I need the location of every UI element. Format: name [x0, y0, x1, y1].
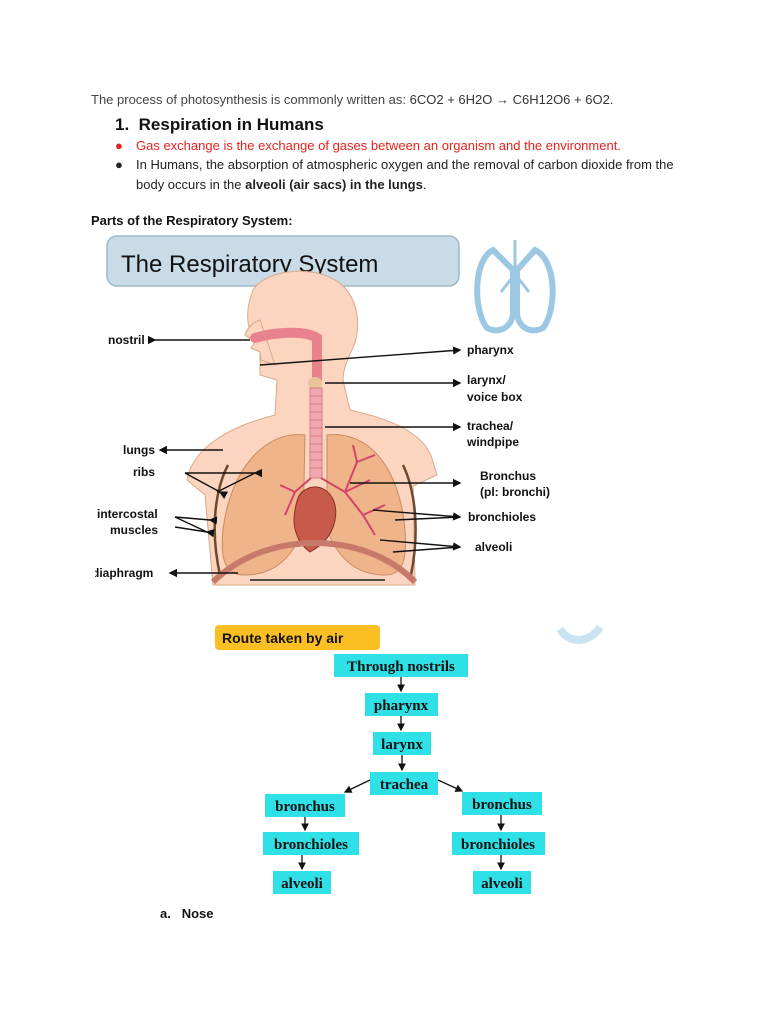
bullet-text-before: In Humans, the absorption of atmospheric… [136, 157, 674, 192]
route-node-bronchioles-right [452, 832, 545, 855]
intro-sentence: The process of photosynthesis is commonl… [91, 92, 613, 107]
label-muscles: muscles [110, 523, 158, 537]
section-heading: 1. Respiration in Humans [115, 115, 324, 135]
bullet-text: In Humans, the absorption of atmospheric… [136, 155, 676, 195]
diagram-title: The Respiratory System [121, 251, 378, 278]
trachea-shape [309, 387, 323, 479]
route-node-bronchus-right-label: bronchus [472, 797, 532, 813]
route-node-bronchus-left [265, 794, 345, 817]
route-node-alveoli-right [473, 871, 531, 894]
subheading-marker: a. [160, 906, 171, 921]
label-voice-box: voice box [467, 390, 523, 404]
route-node-bronchus-left-label: bronchus [275, 799, 335, 815]
respiratory-system-diagram: The Respiratory System [95, 235, 556, 586]
photosynthesis-equation: 6CO2 + 6H2O → C6H12O6 + 6O2. [409, 92, 614, 107]
route-node-larynx [373, 732, 431, 755]
lungs-icon [474, 240, 556, 334]
route-node-trachea [370, 772, 438, 795]
airway [250, 327, 322, 385]
route-node-bronchioles-left-label: bronchioles [274, 837, 348, 853]
label-bronchioles: bronchioles [468, 510, 536, 524]
route-node-trachea-label: trachea [380, 777, 429, 793]
section-number: 1. [115, 115, 130, 134]
label-bronchi: (pl: bronchi) [480, 485, 550, 499]
route-node-bronchus-right [462, 792, 542, 815]
subheading-nose: a. Nose [160, 906, 213, 921]
route-arrows [298, 677, 505, 871]
route-taken-by-air-chart: Route taken by air Through nostrils phar… [215, 624, 604, 894]
heart-shape [293, 486, 337, 553]
parts-heading: Parts of the Respiratory System: [91, 213, 293, 228]
label-pharynx: pharynx [467, 343, 514, 357]
label-intercostal: intercostal [97, 507, 158, 521]
route-node-bronchioles-right-label: bronchioles [461, 837, 535, 853]
subheading-text: Nose [181, 906, 214, 921]
route-node-pharynx-label: pharynx [374, 698, 429, 714]
left-lung [221, 434, 306, 576]
route-node-alveoli-left-label: alveoli [281, 876, 323, 892]
route-title: Route taken by air [222, 630, 344, 646]
label-larynx: larynx/ [467, 373, 506, 387]
bullet-bold-text: alveoli (air sacs) in the lungs [245, 177, 423, 192]
bullet-text: Gas exchange is the exchange of gases be… [136, 138, 621, 153]
decorative-shape [556, 624, 604, 644]
larynx-shape [308, 377, 322, 389]
label-windpipe: windpipe [466, 435, 519, 449]
bullet-dot-icon: ● [115, 157, 123, 172]
route-node-alveoli-left [273, 871, 331, 894]
intro-text: The process of photosynthesis is commonl… [91, 92, 410, 107]
route-node-nostrils-label: Through nostrils [347, 659, 455, 675]
label-lungs: lungs [123, 443, 155, 457]
label-ribs: ribs [133, 465, 155, 479]
route-node-nostrils [334, 654, 468, 677]
bullet-text-after: . [422, 177, 427, 192]
label-alveoli: alveoli [475, 540, 512, 554]
label-nostril: nostril [108, 333, 145, 347]
route-node-alveoli-right-label: alveoli [481, 876, 523, 892]
bullet-dot-icon: ● [115, 138, 123, 153]
diaphragm-shape [210, 540, 418, 585]
route-node-pharynx [365, 693, 438, 716]
label-bronchus: Bronchus [480, 469, 536, 483]
section-title: Respiration in Humans [138, 115, 324, 134]
label-trachea: trachea/ [467, 419, 514, 433]
route-node-bronchioles-left [263, 832, 359, 855]
route-title-badge [215, 625, 380, 650]
label-diaphragm: diaphragm [95, 566, 153, 580]
route-node-larynx-label: larynx [381, 737, 423, 753]
